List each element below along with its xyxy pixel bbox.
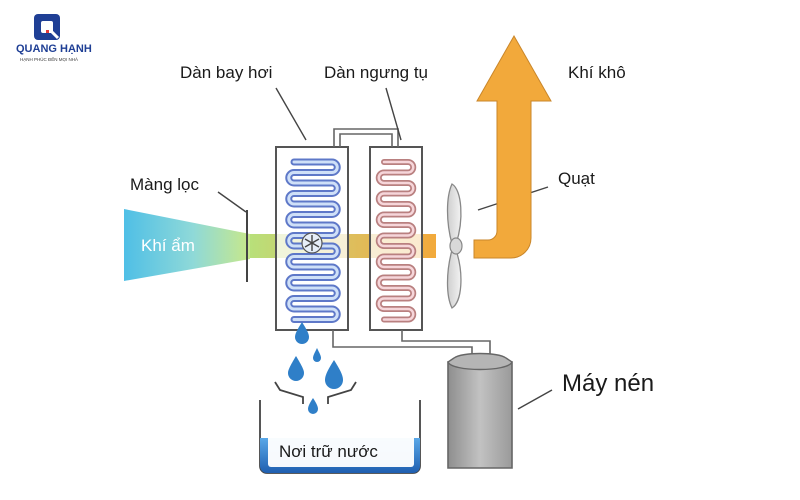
filter-label: Màng lọc bbox=[130, 175, 199, 194]
water-drop-icon bbox=[313, 348, 321, 362]
arrow-up-icon bbox=[473, 34, 552, 259]
snowflake-icon bbox=[301, 232, 323, 254]
water-drop-icon bbox=[308, 398, 318, 414]
water-drop-icon bbox=[295, 322, 309, 344]
humid-air-label: Khí ẩm bbox=[141, 236, 195, 255]
condenser-coil-inner bbox=[377, 160, 415, 321]
water-drop-icon bbox=[288, 356, 304, 381]
logo-tagline: HẠNH PHÚC ĐẾN MỌI NHÀ bbox=[20, 56, 78, 62]
water-drop-icon bbox=[325, 360, 343, 389]
condenser-label: Dàn ngưng tụ bbox=[324, 63, 428, 82]
water-tank-label-box bbox=[268, 433, 414, 467]
filter-leader-line bbox=[217, 191, 247, 213]
dry-air-label: Khí khô bbox=[568, 63, 626, 82]
compressor bbox=[447, 352, 513, 469]
brand-logo: QUANG HẠNH HẠNH PHÚC ĐẾN MỌI NHÀ bbox=[16, 14, 92, 62]
fan-label: Quạt bbox=[558, 169, 595, 188]
logo-name: QUANG HẠNH bbox=[16, 43, 92, 55]
humid-air-funnel bbox=[124, 209, 250, 281]
water-tank-label: Nơi trữ nước bbox=[279, 442, 378, 461]
condenser-leader-line bbox=[385, 87, 402, 141]
evaporator-leader-line bbox=[275, 87, 307, 141]
water-drops bbox=[288, 322, 343, 414]
evaporator-label: Dàn bay hơi bbox=[180, 63, 272, 82]
fan-blade-icon bbox=[446, 183, 463, 309]
evaporator-coil-inner bbox=[287, 160, 339, 321]
compressor-leader-line bbox=[517, 389, 553, 410]
compressor-label: Máy nén bbox=[562, 370, 654, 397]
